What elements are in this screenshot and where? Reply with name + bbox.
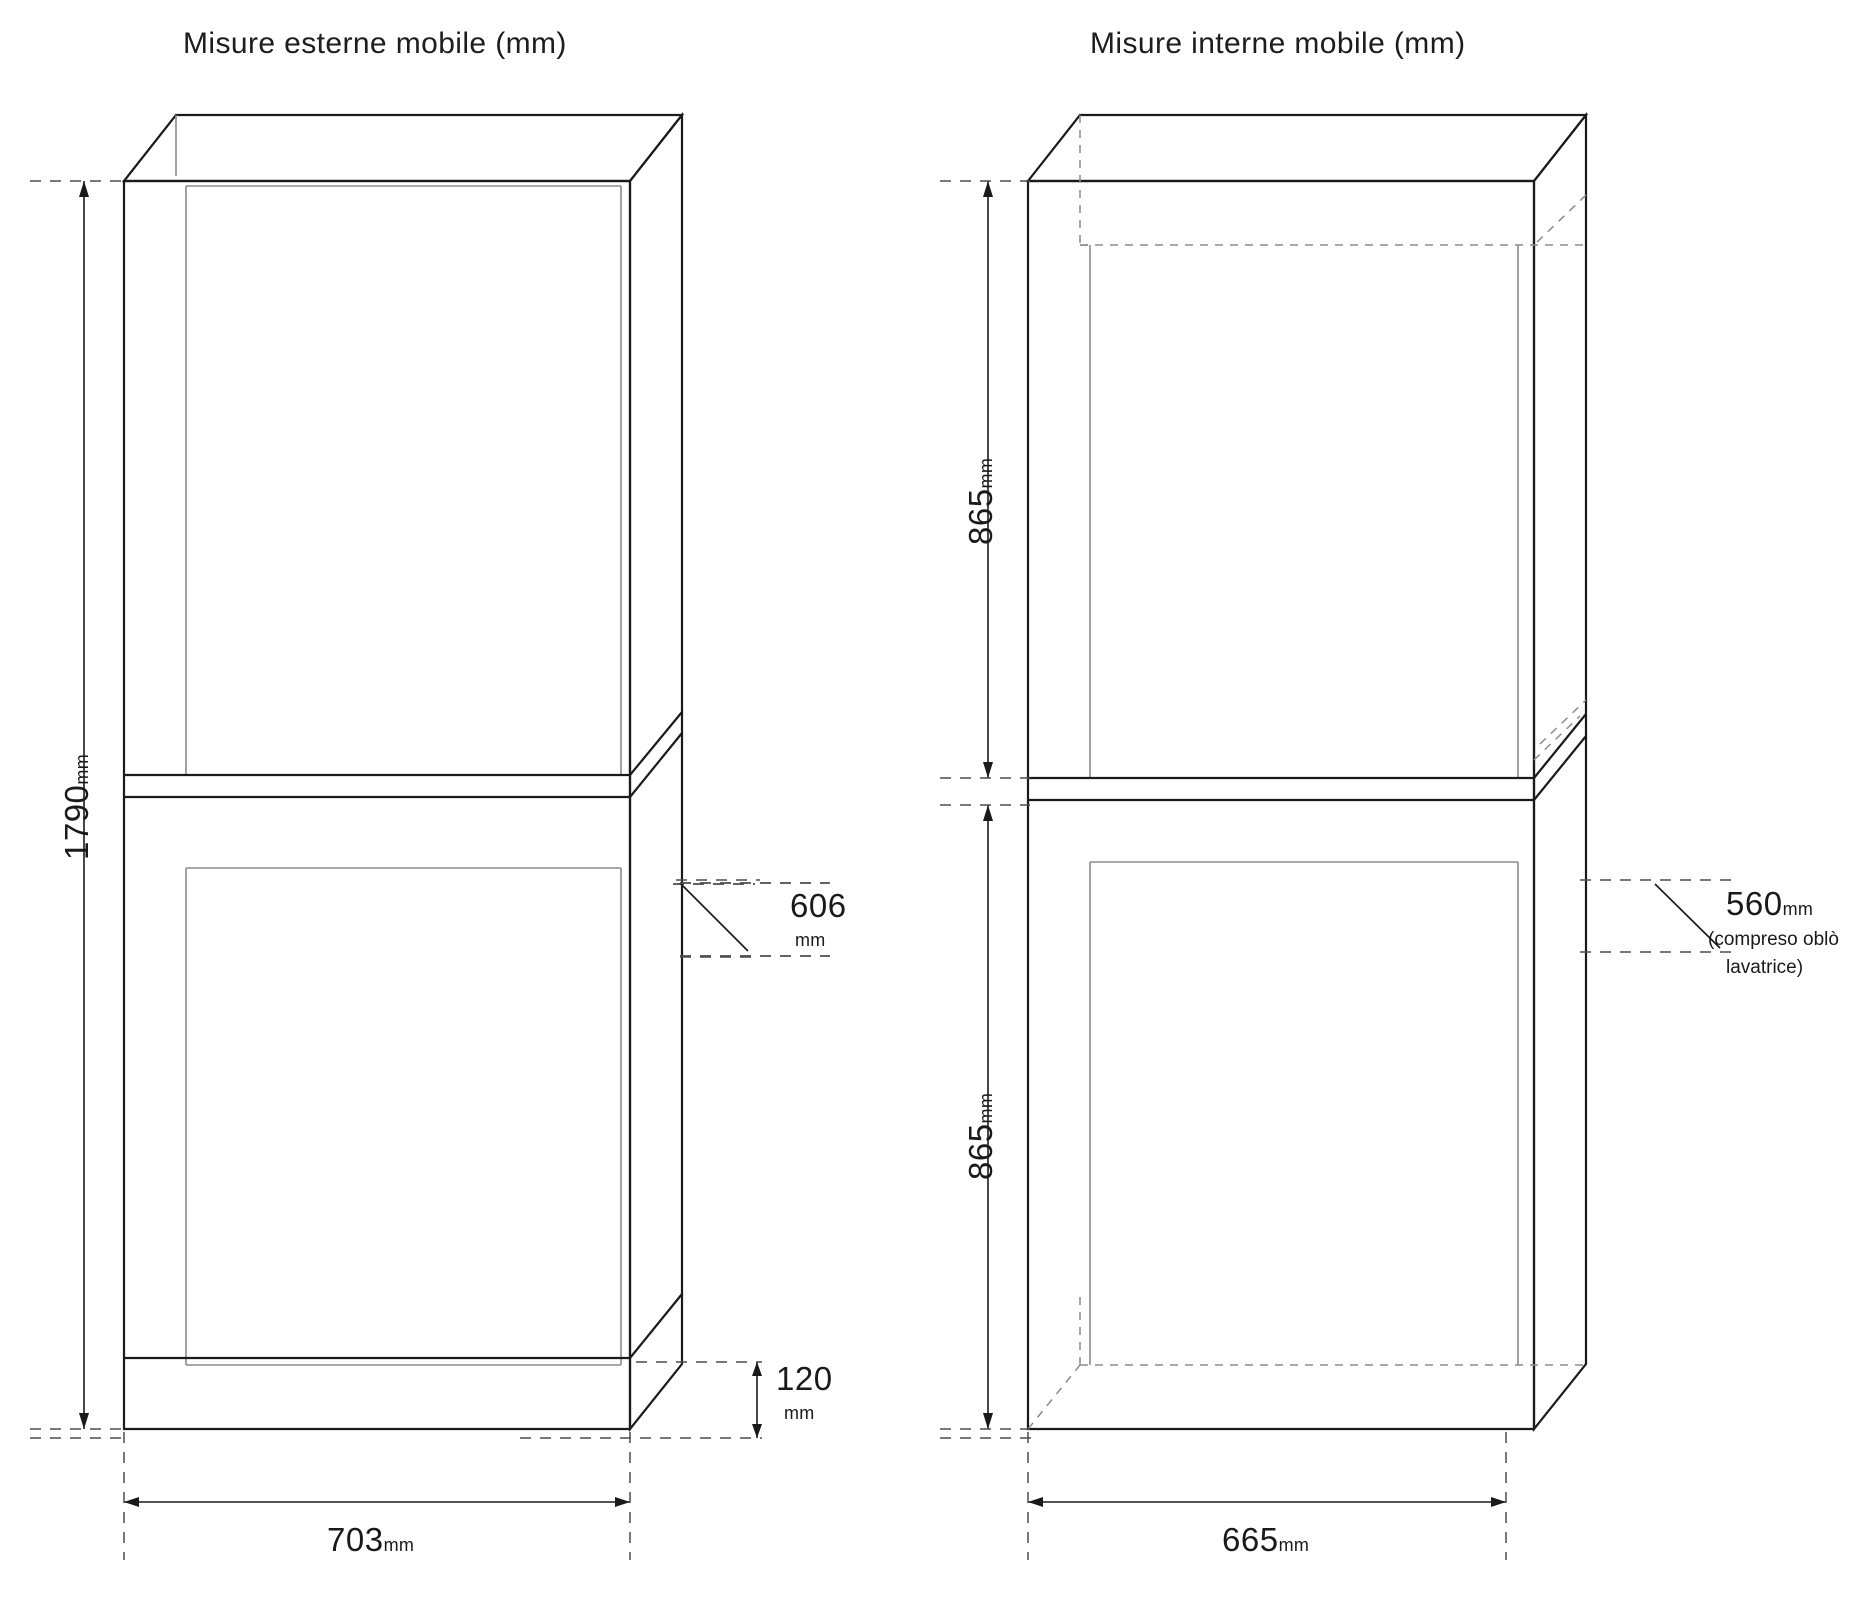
left-depth-unit: mm bbox=[795, 930, 826, 950]
right-upper-height-extension-lines bbox=[940, 180, 1030, 779]
right-lower-height-unit: mm bbox=[976, 1092, 996, 1124]
right-upper-height-label: 865mm bbox=[962, 458, 1000, 545]
left-depth-value: 606 bbox=[790, 887, 847, 924]
left-height-extension-lines bbox=[30, 180, 126, 1430]
right-cabinet-mid-divider bbox=[1028, 713, 1587, 802]
left-total-height-value: 1790 bbox=[58, 784, 95, 860]
right-cabinet-lower-lines bbox=[1089, 861, 1519, 1365]
right-width-label: 665mm bbox=[1222, 1521, 1309, 1559]
right-upper-height-unit: mm bbox=[976, 457, 996, 489]
left-cabinet-inner-lines bbox=[124, 115, 630, 776]
left-plinth-extension-lines bbox=[30, 1361, 762, 1439]
right-depth-value: 560 bbox=[1726, 885, 1783, 922]
right-depth-unit: mm bbox=[1782, 899, 1814, 919]
right-depth-leader bbox=[1654, 883, 1721, 949]
left-cabinet-mid-divider bbox=[124, 711, 683, 799]
left-depth-unit-label: mm bbox=[795, 930, 826, 951]
right-depth-callout bbox=[1580, 879, 1735, 953]
left-depth-label: 606 bbox=[790, 887, 847, 925]
right-lower-height-label: 865mm bbox=[962, 1093, 1000, 1180]
left-total-height-unit: mm bbox=[72, 753, 92, 785]
left-height-dimension bbox=[79, 181, 89, 1429]
left-total-height-label: 1790mm bbox=[58, 754, 96, 860]
left-cabinet-drawing bbox=[121, 111, 685, 1433]
right-cabinet-hidden-lines bbox=[1027, 115, 1587, 1430]
left-plinth-unit-label: mm bbox=[784, 1403, 815, 1424]
right-panel-title: Misure interne mobile (mm) bbox=[1090, 27, 1466, 60]
right-width-unit: mm bbox=[1278, 1535, 1310, 1555]
left-width-label: 703mm bbox=[327, 1521, 414, 1559]
right-depth-note-line2: lavatrice) bbox=[1726, 957, 1804, 978]
left-panel-title: Misure esterne mobile (mm) bbox=[183, 27, 567, 60]
right-width-value: 665 bbox=[1222, 1521, 1279, 1558]
right-upper-height-value: 865 bbox=[962, 488, 999, 545]
left-plinth-unit: mm bbox=[784, 1403, 815, 1423]
right-width-extension-lines bbox=[1027, 1432, 1507, 1560]
right-cabinet-mid-hidden bbox=[1533, 699, 1587, 761]
right-cabinet-drawing bbox=[1025, 111, 1589, 1433]
left-width-value: 703 bbox=[327, 1521, 384, 1558]
left-plinth-dimension bbox=[752, 1362, 762, 1438]
right-upper-height-dimension bbox=[983, 181, 993, 778]
right-lower-height-dimension bbox=[983, 805, 993, 1429]
left-plinth-label: 120 bbox=[776, 1360, 833, 1398]
right-width-dimension bbox=[1028, 1497, 1506, 1507]
left-cabinet-plinth bbox=[124, 1293, 683, 1360]
left-cabinet-lower-lines bbox=[185, 867, 622, 1366]
left-depth-callout bbox=[676, 879, 760, 958]
right-lower-height-value: 865 bbox=[962, 1123, 999, 1180]
right-cabinet-inner-lines bbox=[1089, 245, 1519, 779]
right-depth-label: 560mm bbox=[1726, 885, 1813, 923]
left-plinth-value: 120 bbox=[776, 1360, 833, 1397]
right-depth-note-line1: (compreso oblò bbox=[1708, 929, 1839, 950]
left-width-extension-lines bbox=[123, 1432, 631, 1560]
left-depth-leader-line bbox=[673, 882, 830, 957]
right-lower-height-extension-lines bbox=[940, 804, 1040, 1439]
left-width-unit: mm bbox=[383, 1535, 415, 1555]
left-width-dimension bbox=[124, 1497, 630, 1507]
